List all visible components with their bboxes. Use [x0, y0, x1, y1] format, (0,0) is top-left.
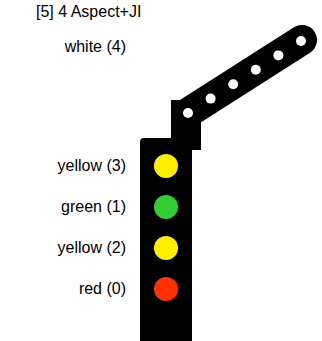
indicator-lamp: [183, 108, 193, 118]
aspect-label: white (4): [65, 38, 126, 56]
aspect-label: yellow (3): [58, 157, 126, 175]
signal-title: [5] 4 Aspect+JI: [36, 3, 141, 21]
indicator-lamp: [206, 94, 216, 104]
indicator-lamp: [228, 79, 238, 89]
junction-indicator: [171, 36, 306, 150]
yellow-lamp: [154, 236, 178, 260]
green-lamp: [154, 195, 178, 219]
aspect-label: red (0): [79, 280, 126, 298]
indicator-lamp: [273, 50, 283, 60]
indicator-arm: [186, 40, 302, 114]
red-lamp: [154, 277, 178, 301]
signal-head: [140, 138, 192, 341]
yellow-lamp: [154, 154, 178, 178]
aspect-label: green (1): [61, 198, 126, 216]
indicator-lamp: [251, 65, 261, 75]
indicator-lamp: [296, 36, 306, 46]
aspect-label: yellow (2): [58, 239, 126, 257]
indicator-lamps: [183, 36, 306, 118]
